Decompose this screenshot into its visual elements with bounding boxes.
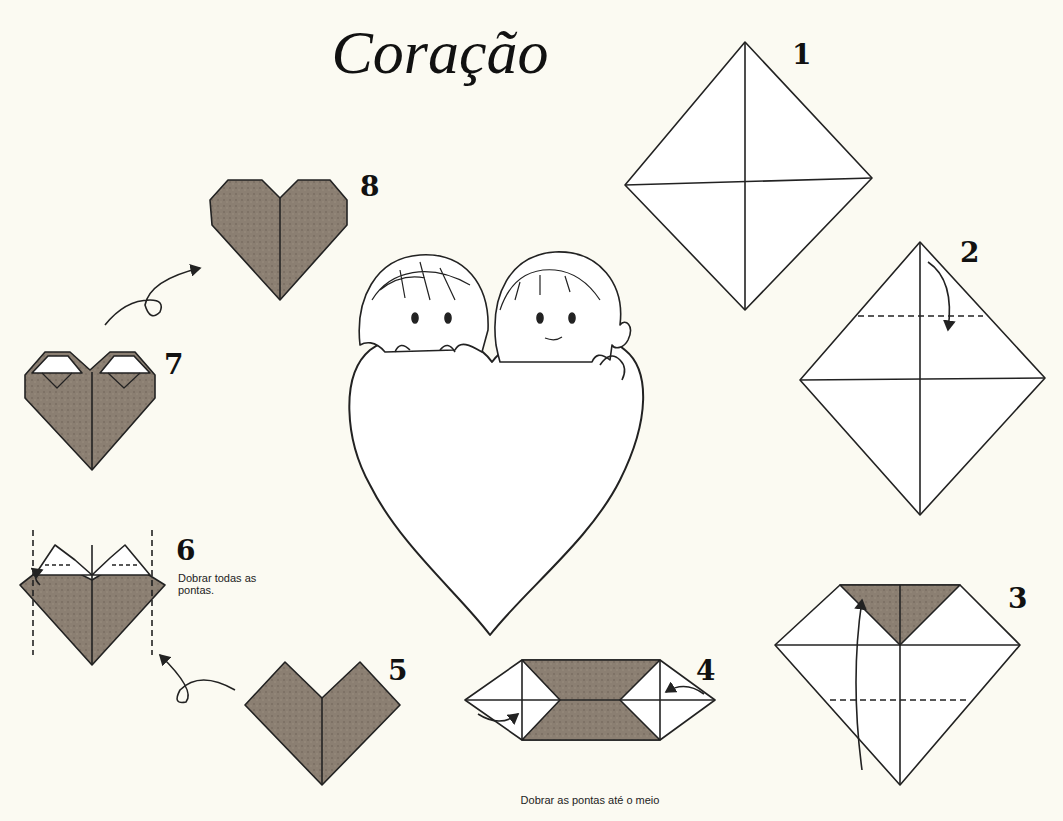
- instruction-note: Dobrar todas as pontas.: [178, 572, 264, 596]
- step-number: 4: [696, 656, 715, 687]
- instruction-note: Dobrar as pontas até o meio: [521, 794, 660, 806]
- step-number: 7: [164, 350, 183, 381]
- step-number: 2: [960, 238, 979, 269]
- step-number: 5: [388, 656, 407, 687]
- step-number: 1: [792, 40, 811, 71]
- step-number: 6: [176, 536, 195, 567]
- step-number: 8: [360, 172, 379, 203]
- title: Coração: [332, 18, 549, 86]
- step-number: 3: [1008, 584, 1027, 615]
